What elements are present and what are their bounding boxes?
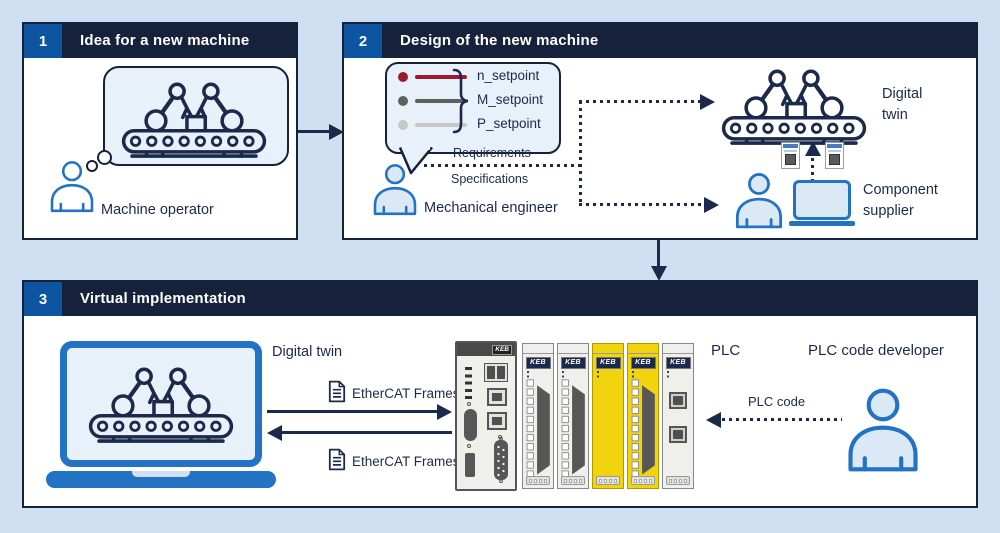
thought-dot-small (86, 160, 98, 172)
p-setpoint-label: P_setpoint (477, 116, 541, 131)
io-terminal-strip (631, 378, 655, 480)
mechanical-engineer-icon (371, 161, 419, 217)
comm-port-2 (669, 426, 687, 443)
plc-slot (465, 453, 475, 477)
plc-label: PLC (711, 342, 741, 359)
setpoint-speech-bubble (385, 62, 561, 154)
setpoint-dot-light (398, 120, 408, 130)
keb-logo: KEB (492, 344, 512, 355)
simulation-laptop-notch (132, 471, 190, 477)
plc-main-top-bar: KEB (457, 343, 515, 356)
ethercat-doc-bottom-icon (328, 448, 346, 471)
branch-to-supplier-line (579, 203, 705, 206)
branch-vertical-line (579, 101, 582, 206)
plc-comm-module: KEB (662, 343, 694, 489)
specifications-label: Specifications (451, 172, 529, 186)
plc-code-dotted-line (722, 418, 842, 421)
thought-dot-large (97, 150, 112, 165)
plc-code-developer-icon (844, 380, 922, 478)
mechanical-engineer-label: Mechanical engineer (424, 200, 558, 216)
supplier-upload-line (811, 158, 814, 188)
component-supplier-label: Component supplier (863, 182, 938, 220)
plc-port-2 (487, 412, 507, 430)
plc-code-arrowhead (706, 411, 721, 428)
keb-logo: KEB (595, 357, 621, 369)
arrow-idea-to-design-head (329, 123, 344, 140)
digital-twin-label-panel2: Digital twin (882, 86, 923, 124)
plc-safety-module-2: KEB (627, 343, 659, 489)
keb-logo: KEB (525, 357, 551, 369)
setpoint-dot-gray (398, 96, 408, 106)
panel-design-title: Design of the new machine (400, 32, 599, 49)
ethercat-arrow-right (267, 410, 439, 413)
m-setpoint-label: M_setpoint (477, 92, 544, 107)
simulation-conveyor-icon (81, 358, 241, 446)
panel-idea-title: Idea for a new machine (80, 32, 250, 49)
panel-implementation-title: Virtual implementation (80, 290, 246, 307)
branch-to-twin-arrowhead (700, 93, 715, 110)
keb-logo: KEB (630, 357, 656, 369)
datasheet-drive-icon (825, 142, 844, 169)
n-setpoint-label: n_setpoint (477, 68, 540, 83)
plc-port-1 (487, 388, 507, 406)
panel-implementation-number: 3 (24, 282, 62, 316)
plc-safety-module-1: KEB (592, 343, 624, 489)
plc-dsub-connector (464, 409, 477, 441)
setpoint-line-light (415, 123, 467, 127)
ethercat-arrow-right-head (437, 403, 452, 420)
keb-logo: KEB (665, 357, 691, 369)
plc-dual-port (484, 363, 508, 382)
ethercat-frames-top-label: EtherCAT Frames (352, 386, 460, 401)
branch-to-twin-line (579, 100, 701, 103)
arrow-idea-to-design (298, 130, 332, 133)
keb-logo: KEB (560, 357, 586, 369)
ethercat-frames-bottom-label: EtherCAT Frames (352, 454, 460, 469)
digital-twin-icon (714, 60, 874, 148)
panel-design-number: 2 (344, 24, 382, 58)
plc-io-module-2: KEB (557, 343, 589, 489)
curly-brace (452, 68, 470, 134)
arrow-design-to-implementation (657, 240, 660, 268)
plc-code-developer-label: PLC code developer (808, 342, 944, 359)
io-terminal-strip (526, 378, 550, 480)
digital-twin-label-panel3: Digital twin (272, 344, 343, 360)
plc-led-column (465, 367, 472, 399)
ethercat-arrow-left-head (267, 424, 282, 441)
comm-port-1 (669, 392, 687, 409)
arrow-design-to-implementation-head (650, 266, 667, 281)
conveyor-machine-icon (114, 73, 274, 161)
setpoint-dot-red (398, 72, 408, 82)
requirements-label: Requirements (453, 146, 531, 160)
setpoint-line-red (415, 75, 467, 79)
supplier-laptop-base (789, 221, 855, 226)
supplier-laptop-screen (793, 180, 851, 220)
panel-implementation-header: 3 Virtual implementation (24, 282, 976, 316)
plc-dsub15-connector (493, 437, 509, 483)
panel-idea-header: 1 Idea for a new machine (24, 24, 296, 58)
io-terminal-strip (561, 378, 585, 480)
simulation-laptop-base (46, 471, 276, 488)
plc-code-label: PLC code (748, 394, 806, 409)
panel-design-header: 2 Design of the new machine (344, 24, 976, 58)
ethercat-arrow-left (280, 431, 452, 434)
machine-operator-label: Machine operator (101, 202, 214, 218)
branch-to-supplier-arrowhead (704, 196, 719, 213)
datasheet-motor-icon (781, 142, 800, 169)
setpoint-line-gray (415, 99, 467, 103)
speech-bubble-tail (398, 147, 433, 175)
machine-operator-icon (48, 158, 96, 214)
supplier-upload-arrowhead (804, 141, 821, 156)
requirements-specifications-line (424, 164, 580, 167)
plc-io-module-1: KEB (522, 343, 554, 489)
component-supplier-icon (733, 171, 785, 229)
panel-idea-number: 1 (24, 24, 62, 58)
ethercat-doc-top-icon (328, 380, 346, 403)
plc-main-module: KEB (455, 341, 517, 491)
